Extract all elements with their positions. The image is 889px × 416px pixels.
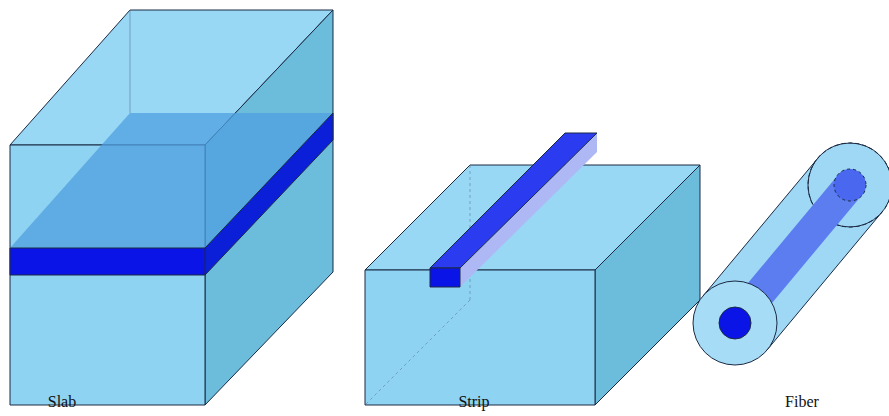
figure-label: Slab [48,393,76,411]
figure-label: Strip [458,393,489,411]
figure-label: Fiber [785,393,819,411]
slab-waveguide [10,10,333,405]
optical-fiber [693,143,889,365]
strip-waveguide [365,133,700,405]
